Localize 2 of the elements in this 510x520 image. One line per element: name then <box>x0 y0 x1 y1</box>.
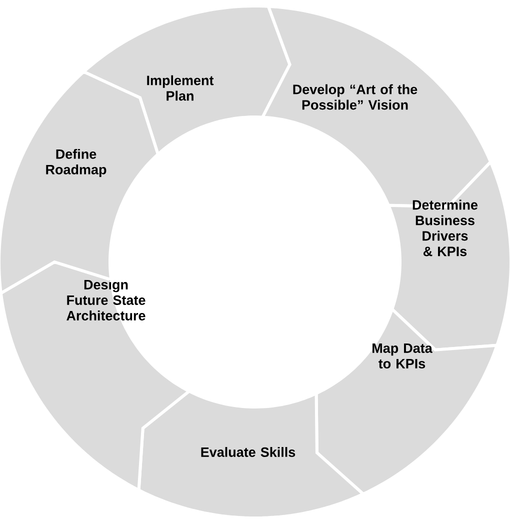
node-label: Develop “Art of the Possible” Vision <box>293 84 418 110</box>
node-label: Evaluate Skills <box>201 447 296 457</box>
